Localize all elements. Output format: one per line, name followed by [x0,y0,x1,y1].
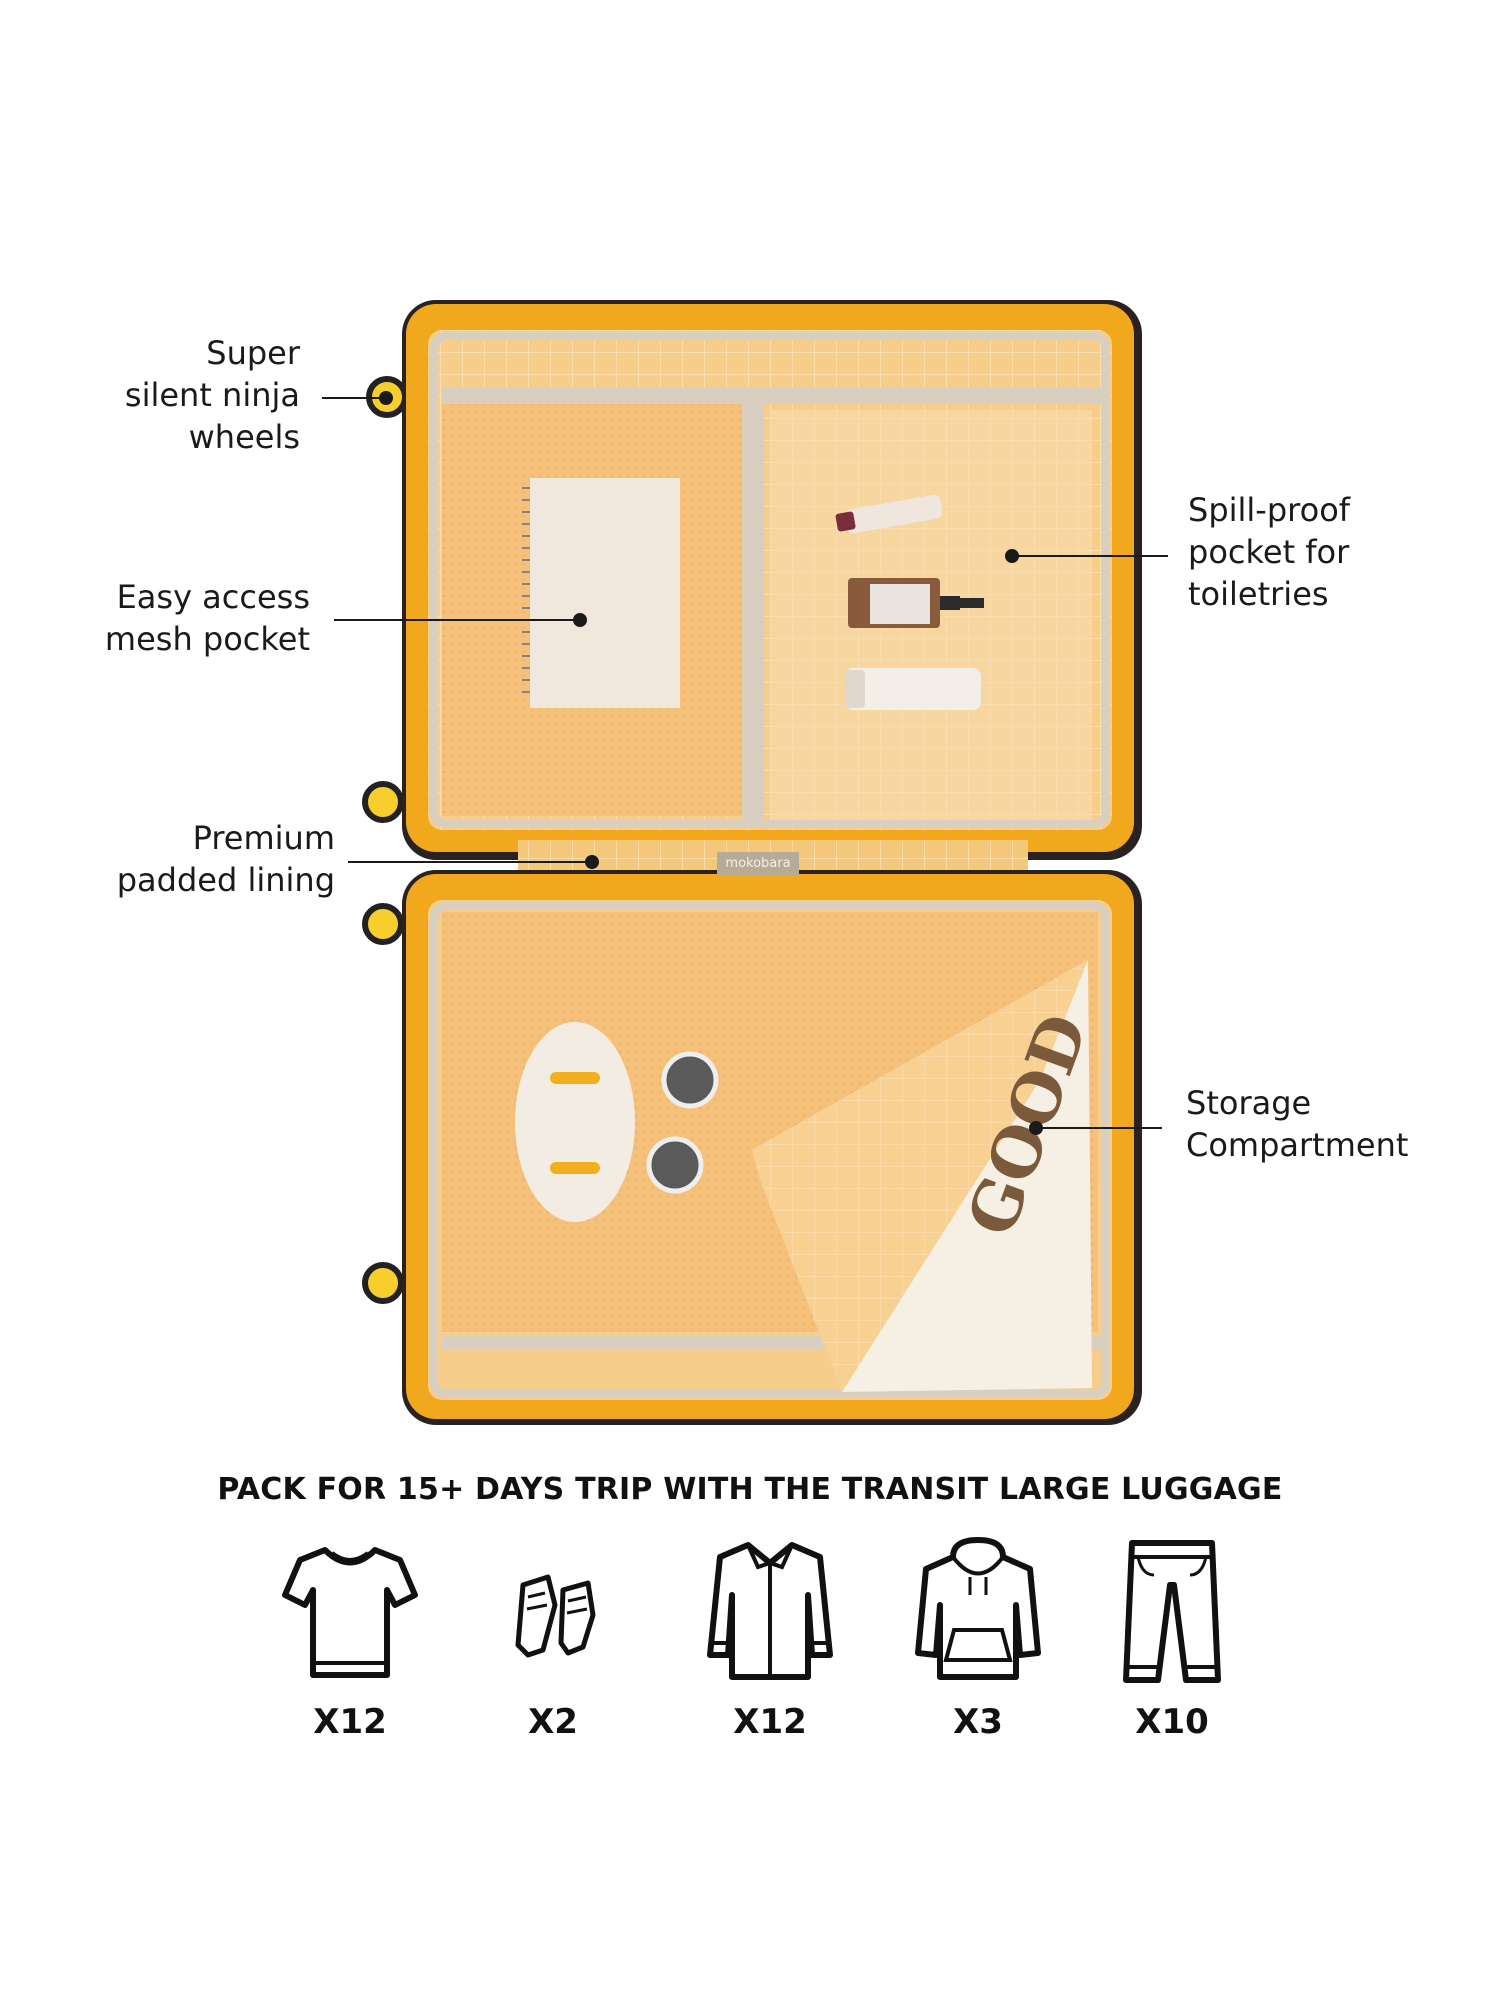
callout-label-storage: Storage Compartment [1186,1084,1409,1164]
toiletries [835,494,984,710]
pack-item-shirt: X12 [690,1535,850,1742]
pack-item-hoodie: X3 [898,1535,1058,1742]
callout-label-spill-proof: Spill-proof pocket for toiletries [1188,491,1351,613]
pack-qty-tshirt: X12 [313,1702,387,1742]
sneakers-icon [515,1574,596,1658]
shirt-icon [707,1542,833,1680]
pack-qty-trousers: X10 [1135,1702,1209,1742]
leader-dot-spill [1005,549,1019,563]
leader-dot-mesh [573,613,587,627]
pack-item-tshirt: X12 [270,1535,430,1742]
leader-dot-wheels [379,391,393,405]
pack-item-sneakers: X2 [473,1535,633,1742]
tshirt-icon [282,1547,418,1678]
brand-tag: mokobara [717,852,799,876]
leader-dot-storage [1029,1121,1043,1135]
pack-qty-shirt: X12 [733,1702,807,1742]
headline: PACK FOR 15+ DAYS TRIP WITH THE TRANSIT … [217,1472,1283,1507]
pack-qty-sneakers: X2 [528,1702,578,1742]
bottom-shell: GOOD [402,870,1142,1425]
pack-qty-hoodie: X3 [953,1702,1003,1742]
hoodie-icon [915,1537,1041,1680]
pack-item-trousers: X10 [1092,1535,1252,1742]
callout-label-wheels: Super silent ninja wheels [124,334,300,456]
pack-items-row: X12 X2 X12 [0,1535,1500,1765]
leader-dot-lining [585,855,599,869]
trousers-icon [1123,1540,1221,1683]
callout-label-padded-lining: Premium padded lining [116,819,335,899]
top-shell [402,300,1142,860]
wheels [362,376,408,1304]
callout-label-mesh-pocket: Easy access mesh pocket [104,578,310,658]
